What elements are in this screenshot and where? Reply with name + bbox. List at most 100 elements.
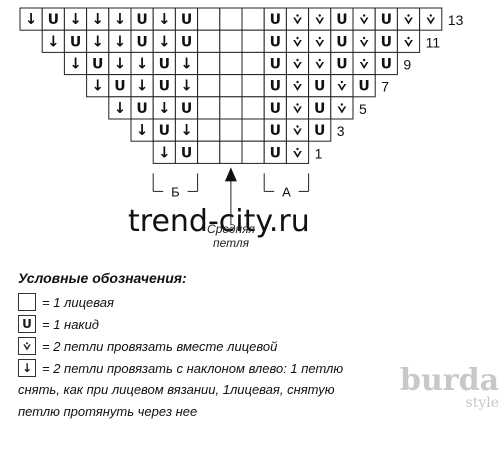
ssk-symbol: ↓ (158, 10, 171, 28)
chart-cell (374, 51, 398, 76)
chart-cell (308, 118, 332, 142)
ssk-symbol: ↓ (158, 32, 171, 50)
brand-logo-sub: style (465, 395, 500, 411)
k2tog-symbol: ⩒ (425, 12, 435, 28)
yarn-over-symbol: U (270, 79, 281, 95)
chart-cell (241, 74, 265, 98)
legend-continuation-1: снять, как при лицевом вязании, 1лицевая… (18, 382, 335, 397)
k2tog-symbol: ⩒ (314, 34, 324, 50)
ssk-symbol: ↓ (91, 32, 104, 50)
yarn-over-symbol: U (336, 57, 347, 73)
yarn-over-symbol: U (48, 12, 59, 28)
chart-cell (219, 140, 243, 164)
legend-yarn-over-text: = 1 накид (42, 316, 99, 332)
k2tog-symbol: ⩒ (292, 34, 302, 50)
legend-knit-symbol (18, 293, 36, 311)
chart-cell (219, 118, 243, 142)
yarn-over-symbol: U (270, 123, 281, 139)
chart-cell (197, 29, 221, 53)
yarn-over-symbol: U (181, 12, 192, 28)
ssk-symbol: ↓ (47, 32, 60, 50)
center-stitch-label: Средняя петля (196, 222, 266, 250)
chart-cell (197, 96, 221, 120)
chart-cell (219, 29, 243, 53)
legend-yarn-over-symbol: U (18, 315, 36, 333)
yarn-over-symbol: U (358, 79, 369, 95)
row-number: 3 (337, 123, 345, 139)
watermark-text: trend-city.ru (128, 204, 310, 239)
k2tog-symbol: ⩒ (403, 12, 413, 28)
chart-cell (241, 51, 265, 76)
ssk-symbol: ↓ (180, 121, 193, 139)
row-number: 5 (359, 101, 367, 117)
legend-title: Условные обозначения: (18, 270, 187, 286)
yarn-over-symbol: U (314, 101, 325, 117)
k2tog-symbol: ⩒ (403, 34, 413, 50)
center-arrow-head (224, 167, 237, 182)
chart-cell (285, 140, 310, 164)
yarn-over-symbol: U (136, 34, 147, 50)
yarn-over-symbol: U (159, 57, 170, 73)
group-label-b: Б (171, 184, 180, 199)
yarn-over-symbol: U (70, 34, 81, 50)
legend-item-knit: = 1 лицевая (18, 292, 114, 312)
legend-continuation-2: петлю протянуть через нее (18, 404, 198, 419)
k2tog-symbol: ⩒ (292, 145, 302, 161)
chart-cell (330, 96, 354, 120)
k2tog-symbol: ⩒ (314, 12, 324, 28)
center-stitch-label-line2: петля (212, 236, 250, 250)
brand-logo-name: burda (400, 363, 500, 398)
ssk-symbol: ↓ (158, 99, 171, 117)
chart-cell (197, 7, 221, 31)
chart-cell (219, 74, 243, 98)
chart-cell (241, 96, 265, 120)
k2tog-symbol: ⩒ (314, 57, 324, 73)
yarn-over-symbol: U (181, 34, 192, 50)
chart-cell (352, 74, 376, 98)
row-number: 1 (315, 145, 323, 161)
k2tog-symbol: ⩒ (337, 101, 347, 117)
chart-cell (219, 51, 243, 76)
chart-cell (197, 51, 221, 76)
chart-cell (241, 29, 265, 53)
ssk-symbol: ↓ (91, 77, 104, 95)
yarn-over-symbol: U (136, 12, 147, 28)
yarn-over-symbol: U (159, 79, 170, 95)
legend-item-k2tog: ⩒ = 2 петли провязать вместе лицевой (18, 336, 277, 356)
yarn-over-symbol: U (159, 123, 170, 139)
yarn-over-symbol: U (314, 123, 325, 139)
legend-k2tog-text: = 2 петли провязать вместе лицевой (42, 338, 278, 354)
chart-cell (219, 96, 243, 120)
chart-cell (197, 140, 221, 164)
yarn-over-symbol: U (336, 12, 347, 28)
legend-k2tog-symbol: ⩒ (18, 337, 36, 355)
center-stitch-label-line1: Средняя (207, 222, 255, 236)
brand-logo: burda style (400, 363, 500, 411)
ssk-symbol: ↓ (114, 10, 127, 28)
yarn-over-symbol: U (270, 57, 281, 73)
ssk-symbol: ↓ (136, 55, 149, 73)
yarn-over-symbol: U (336, 34, 347, 50)
row-number: 9 (403, 57, 411, 73)
row-number: 11 (426, 34, 441, 50)
legend-knit-text: = 1 лицевая (42, 294, 114, 310)
row-number: 7 (381, 79, 389, 95)
yarn-over-symbol: U (314, 79, 325, 95)
legend-item-yarn-over: U = 1 накид (18, 314, 99, 334)
k2tog-symbol: ⩒ (292, 57, 302, 73)
k2tog-symbol: ⩒ (359, 12, 369, 28)
yarn-over-symbol: U (92, 57, 103, 73)
ssk-symbol: ↓ (180, 55, 193, 73)
legend-item-ssk: ↓ = 2 петли провязать с наклоном влево: … (18, 358, 343, 378)
yarn-over-symbol: U (381, 57, 392, 73)
yarn-over-symbol: U (381, 12, 392, 28)
ssk-symbol: ↓ (158, 143, 171, 161)
chart-cell (197, 118, 221, 142)
yarn-over-symbol: U (181, 101, 192, 117)
chart-cell (396, 29, 421, 53)
yarn-over-symbol: U (114, 79, 125, 95)
k2tog-symbol: ⩒ (292, 12, 302, 28)
chart-cell (241, 140, 265, 164)
ssk-symbol: ↓ (136, 121, 149, 139)
